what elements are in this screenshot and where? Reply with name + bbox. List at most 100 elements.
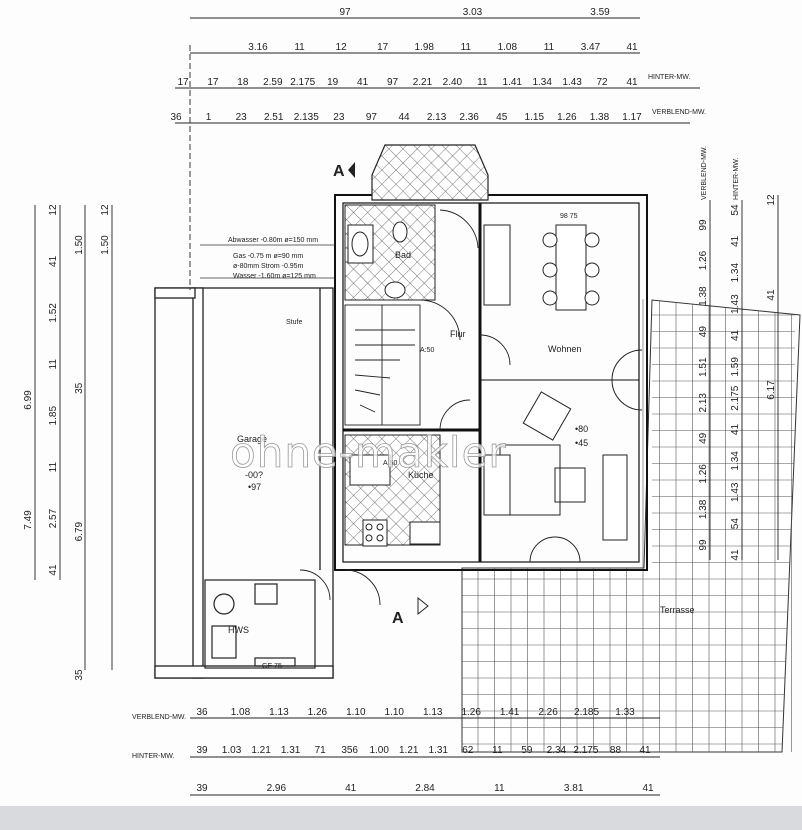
- top-dim-label: 45: [496, 112, 508, 123]
- wohnen-area: •80: [575, 424, 588, 434]
- top-dim-label: 19: [327, 77, 339, 88]
- right-dim-label: 54: [730, 518, 741, 530]
- top-dim-label: 17: [377, 42, 389, 53]
- top-dim-label: 2.59: [263, 77, 283, 88]
- top-dim-label: 1.38: [590, 112, 610, 123]
- top-dim-label: 1.08: [498, 42, 518, 53]
- top-dim-label: 2.135: [294, 112, 319, 123]
- wall-label-verblend-top: VERBLEND-MW.: [652, 109, 706, 116]
- right-dim-label: 41: [730, 549, 741, 561]
- top-dim-label: 2.40: [443, 77, 463, 88]
- bottom-dim-label: 1.26: [308, 707, 328, 718]
- top-dim-label: 2.13: [427, 112, 447, 123]
- wall-label-hinter-bottom: HINTER-MW.: [132, 753, 174, 760]
- bath-fixtures: [347, 221, 408, 299]
- kitchen-fixtures: [349, 454, 441, 547]
- bottom-scan-strip: [0, 806, 802, 830]
- utility-lines: [200, 244, 335, 279]
- right-dim-label: 54: [730, 204, 741, 216]
- bottom-dim-label: 1.31: [281, 745, 301, 756]
- left-dim-label: 1.85: [48, 406, 59, 426]
- bottom-dim-label: 2.26: [538, 707, 558, 718]
- note-stufe: Stufe: [286, 319, 302, 326]
- top-dim-label: 1.17: [622, 112, 642, 123]
- wall-label-hinter-top: HINTER-MW.: [648, 74, 690, 81]
- right-dim-label: 6.17: [766, 380, 777, 400]
- top-dim-label: 23: [333, 112, 345, 123]
- note-window: GE 75: [262, 663, 282, 670]
- left-dim-label: 12: [48, 204, 59, 216]
- bottom-dim-label: 59: [521, 745, 533, 756]
- right-dim-label: 41: [766, 289, 777, 301]
- top-dim-label: 97: [387, 77, 399, 88]
- bottom-dim-label: 1.33: [615, 707, 635, 718]
- right-dim-label: 49: [698, 432, 709, 444]
- left-dim-label: 1.50: [100, 235, 111, 255]
- top-dim-label: 2.36: [459, 112, 479, 123]
- top-dim-label: 72: [597, 77, 609, 88]
- top-dim-label: 12: [336, 42, 348, 53]
- left-dimension-labels: 6.997.4912411.52111.85112.57411.50356.79…: [23, 204, 111, 681]
- right-dim-label: 41: [730, 424, 741, 436]
- right-dim-label: 99: [698, 539, 709, 551]
- top-dim-label: 44: [398, 112, 410, 123]
- bottom-dim-label: 1.08: [231, 707, 251, 718]
- right-dim-label: 2.175: [730, 385, 741, 410]
- top-dim-label: 41: [357, 77, 369, 88]
- right-dim-label: 49: [698, 326, 709, 338]
- bottom-dim-label: 41: [642, 783, 654, 794]
- room-label-bad: Bad: [395, 250, 411, 260]
- left-dim-label: 11: [48, 462, 59, 473]
- right-dim-label: 1.26: [698, 250, 709, 270]
- top-dim-label: 97: [366, 112, 378, 123]
- room-label-flur: Flur: [450, 329, 466, 339]
- bottom-dim-label: 1.21: [399, 745, 419, 756]
- bottom-dim-label: 1.21: [251, 745, 271, 756]
- right-dim-label: 1.43: [730, 294, 741, 314]
- terrace-grid: [461, 299, 801, 753]
- left-dim-label: 35: [74, 669, 85, 681]
- top-dim-label: 3.59: [590, 7, 610, 18]
- bottom-dim-label: 1.13: [423, 707, 443, 718]
- bottom-dim-label: 1.26: [461, 707, 481, 718]
- bottom-dim-label: 1.00: [369, 745, 389, 756]
- note-door: 98 75: [560, 213, 578, 220]
- staircase: [344, 304, 421, 426]
- note-abwasser: Abwasser -0.80m ø=150 mm: [228, 237, 318, 244]
- right-dim-label: 1.38: [698, 499, 709, 519]
- top-dim-label: 2.175: [290, 77, 315, 88]
- right-dim-label: 12: [766, 194, 777, 206]
- entrance-porch: [371, 144, 489, 201]
- right-dim-label: 2.13: [698, 393, 709, 413]
- garage-number: •97: [248, 482, 261, 492]
- bottom-dim-label: 62: [462, 745, 474, 756]
- top-dim-label: 1.15: [525, 112, 545, 123]
- top-dim-label: 18: [237, 77, 249, 88]
- bottom-dim-label: 1.31: [429, 745, 449, 756]
- top-dim-label: 3.47: [581, 42, 601, 53]
- note-strom: ø-80mm Strom -0.95m: [233, 263, 304, 270]
- bottom-dim-label: 1.03: [222, 745, 242, 756]
- top-dim-label: 2.51: [264, 112, 284, 123]
- top-dim-label: 23: [236, 112, 248, 123]
- top-dim-label: 1.34: [532, 77, 552, 88]
- wohnen-number: •45: [575, 438, 588, 448]
- bottom-dim-label: 41: [639, 745, 651, 756]
- bottom-dim-label: 39: [196, 745, 208, 756]
- garage-area: -00?: [245, 470, 263, 480]
- bottom-dim-label: 1.10: [346, 707, 366, 718]
- left-dim-label: 1.52: [48, 303, 59, 323]
- note-gas: Gas -0.75 m ø=90 mm: [233, 253, 303, 260]
- left-dim-label: 41: [48, 255, 59, 267]
- note-stairs-b: A:50: [383, 460, 398, 467]
- top-dim-label: 11: [544, 42, 555, 53]
- top-dim-label: 2.21: [413, 77, 433, 88]
- right-dim-label: 41: [730, 329, 741, 341]
- wall-label-hinter-right: HINTER-MW.: [733, 158, 740, 200]
- top-dim-label: 36: [170, 112, 182, 123]
- room-label-kueche: Küche: [408, 470, 434, 480]
- bottom-dim-label: 356: [341, 745, 358, 756]
- garage-outline: [154, 287, 334, 679]
